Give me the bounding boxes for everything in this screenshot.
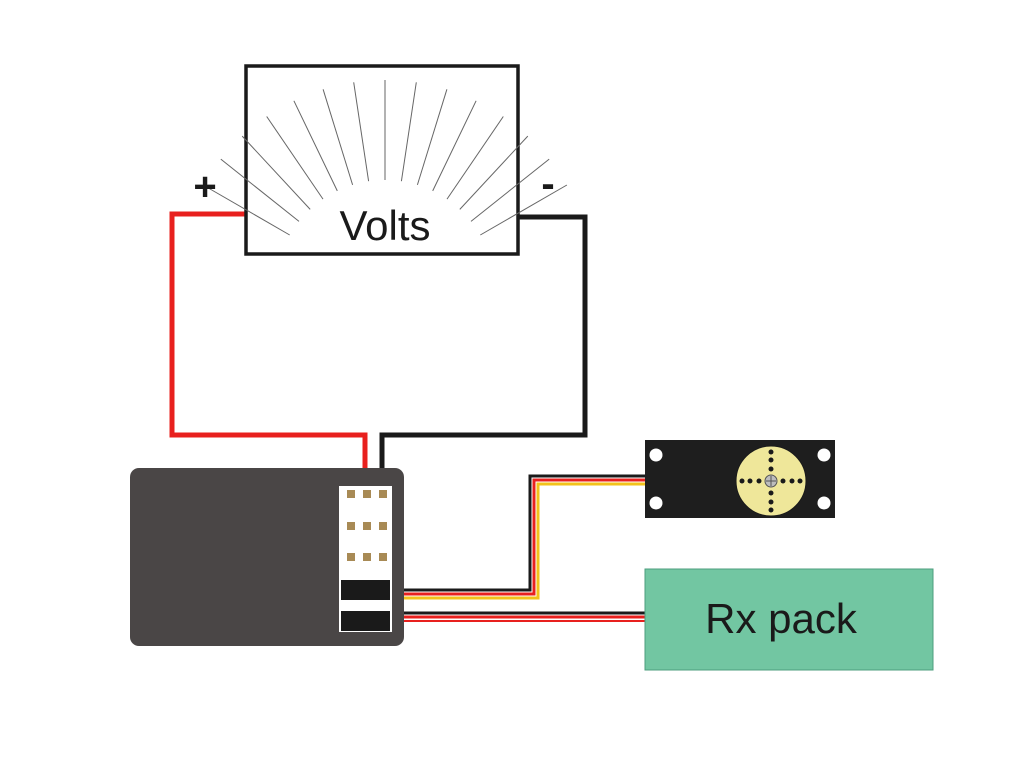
scale-tick: [446, 116, 504, 200]
receiver-pin: [379, 490, 387, 498]
receiver-pin: [347, 490, 355, 498]
scale-tick: [353, 82, 370, 182]
scale-tick: [470, 158, 550, 222]
receiver-pin: [379, 522, 387, 530]
scale-tick: [293, 100, 338, 192]
battery-pack-icon: Rx pack: [644, 568, 934, 671]
voltmeter-icon: Volts + -: [193, 64, 568, 256]
servo-mount-hole: [817, 448, 831, 462]
horn-hole: [768, 507, 774, 513]
receiver-pin: [379, 553, 387, 561]
scale-tick: [416, 89, 448, 186]
horn-hole: [797, 478, 803, 484]
voltmeter-label: Volts: [339, 202, 430, 249]
horn-hole: [768, 490, 774, 496]
receiver-body: [130, 468, 404, 646]
servo-icon: [645, 440, 835, 518]
receiver-icon: [130, 468, 404, 646]
scale-tick: [400, 82, 417, 182]
servo-mount-hole: [649, 448, 663, 462]
servo-lead-wires: [390, 469, 645, 600]
receiver-pin: [363, 553, 371, 561]
horn-hole: [768, 449, 774, 455]
negative-terminal-sign: -: [541, 162, 554, 206]
receiver-pin: [363, 490, 371, 498]
battery-pack-label: Rx pack: [705, 595, 858, 642]
receiver-pin: [347, 522, 355, 530]
horn-hole: [747, 478, 753, 484]
meter-leads: [169, 211, 588, 492]
servo-mount-hole: [817, 496, 831, 510]
scale-tick: [322, 89, 354, 186]
horn-hole: [780, 478, 786, 484]
battery-plug: [341, 611, 390, 631]
receiver-pin: [363, 522, 371, 530]
receiver-pins: [347, 490, 387, 561]
scale-tick: [480, 184, 568, 236]
horn-hole: [789, 478, 795, 484]
scale-tick: [241, 135, 311, 210]
receiver-pin: [347, 553, 355, 561]
voltmeter-body: [244, 64, 520, 256]
battery-lead-wires: [390, 611, 645, 622]
horn-hole: [768, 457, 774, 463]
scale-tick: [459, 135, 529, 210]
servo-mount-hole: [649, 496, 663, 510]
negative-lead-wire: [379, 214, 588, 492]
horn-hole: [768, 466, 774, 472]
servo-horn-holes: [739, 449, 803, 513]
horn-hole: [739, 478, 745, 484]
servo-plug: [341, 580, 390, 600]
voltmeter-scale: [202, 80, 568, 236]
scale-tick: [266, 116, 324, 200]
positive-lead-wire: [169, 211, 368, 492]
scale-tick: [202, 184, 290, 236]
battery-pack-body: [644, 568, 934, 671]
positive-terminal-sign: +: [193, 165, 216, 209]
scale-tick: [220, 158, 300, 222]
scale-tick: [432, 100, 477, 192]
horn-hole: [768, 499, 774, 505]
horn-hole: [756, 478, 762, 484]
